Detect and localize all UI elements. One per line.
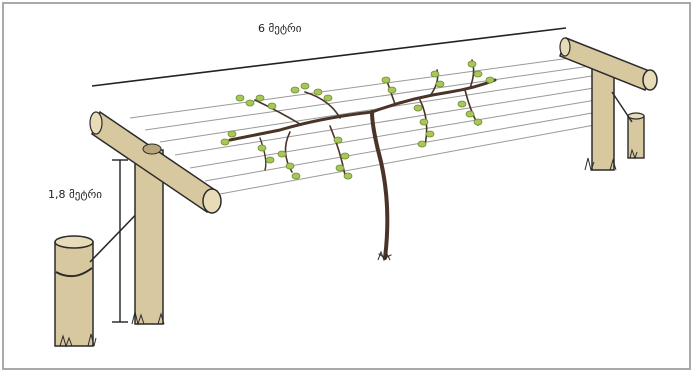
trellis-wires xyxy=(130,56,600,194)
length-dimension: 6 მეტრი xyxy=(92,22,566,86)
right-anchor-stake xyxy=(612,92,644,158)
length-dimension-label: 6 მეტრი xyxy=(258,22,302,35)
right-post xyxy=(592,68,614,170)
height-dimension-label: 1,8 მეტრი xyxy=(48,188,102,201)
vine-leaves xyxy=(221,61,494,179)
vine-trunk xyxy=(372,112,387,258)
vine-left-arm xyxy=(230,112,372,140)
left-anchor-stake xyxy=(55,236,93,346)
